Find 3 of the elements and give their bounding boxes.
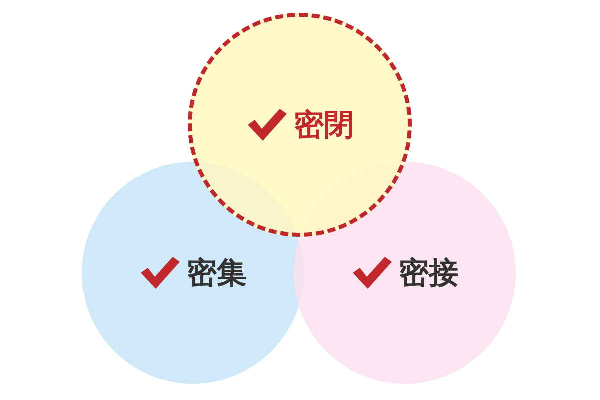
- circle-label: 密閉: [294, 106, 354, 144]
- circle-label: 密接: [399, 254, 459, 292]
- circle-label: 密集: [187, 254, 247, 292]
